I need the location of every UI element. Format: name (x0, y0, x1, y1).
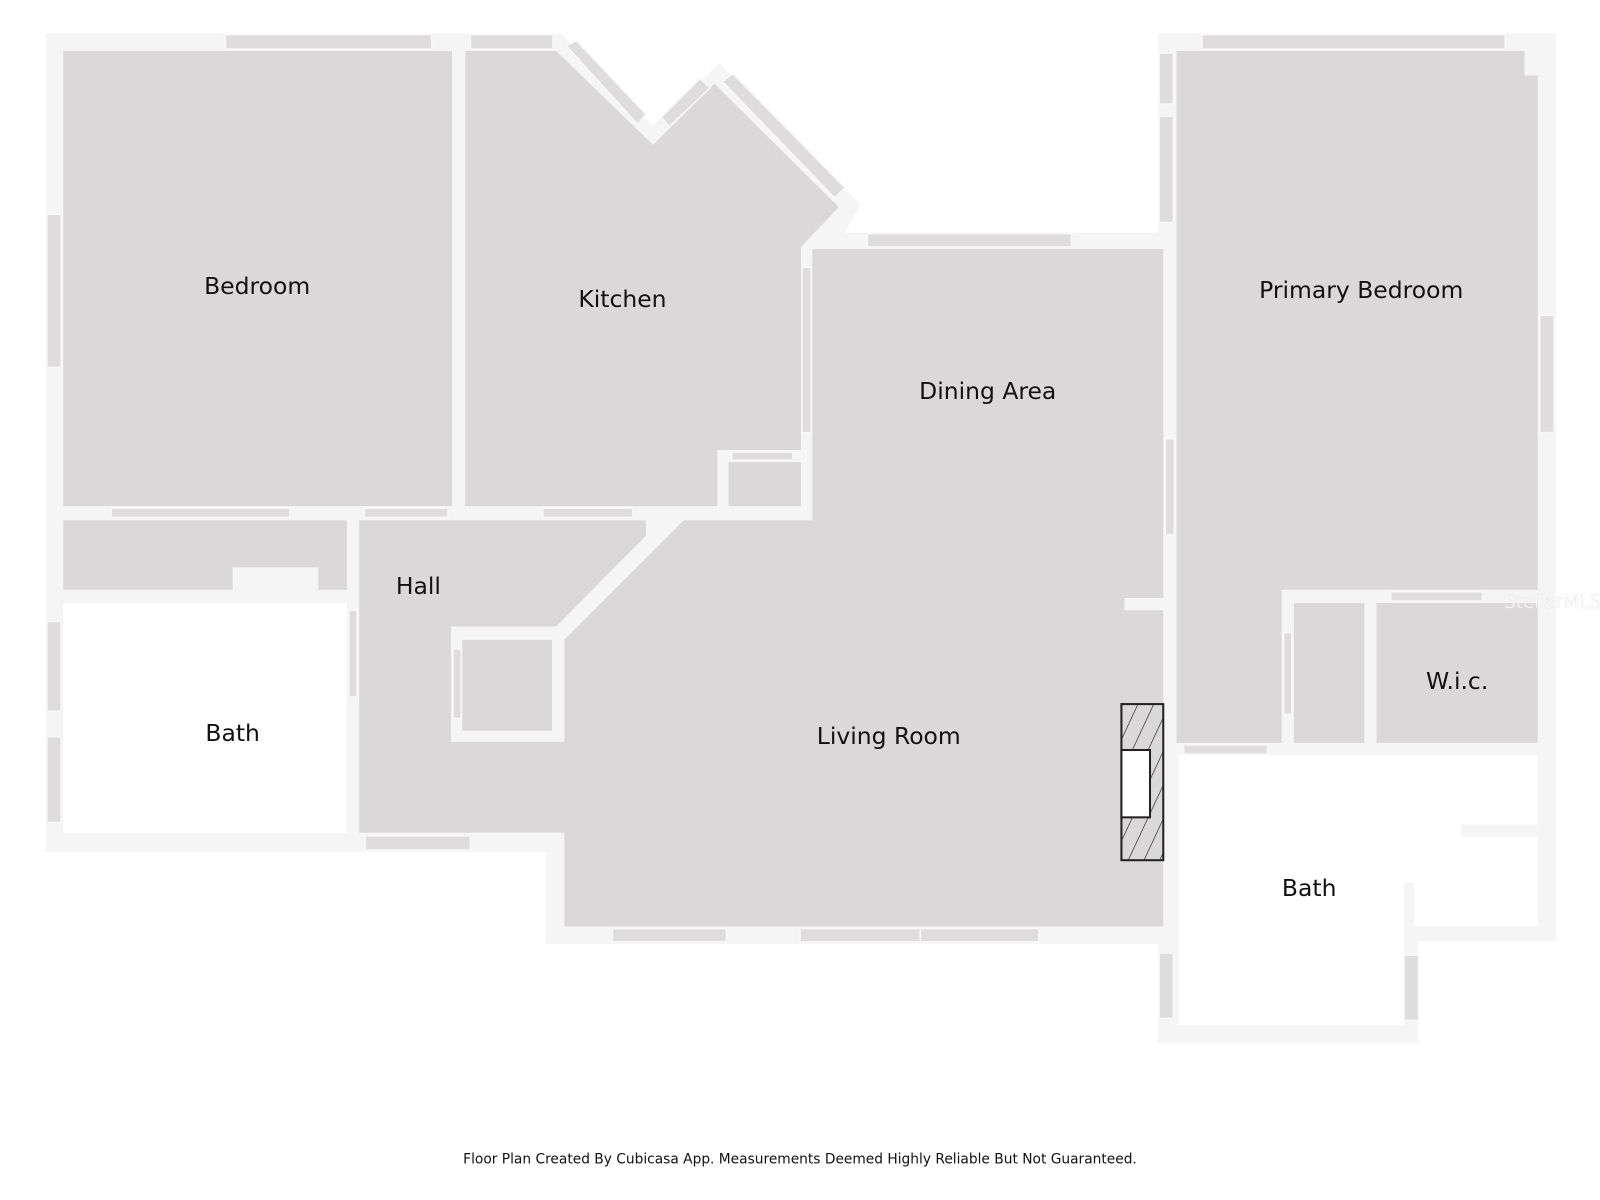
label-kitchen: Kitchen (578, 285, 666, 313)
room-primary-bedroom (1176, 51, 1538, 743)
label-hall: Hall (396, 572, 441, 600)
room-bedroom (63, 51, 453, 507)
label-primary-bedroom: Primary Bedroom (1259, 276, 1463, 304)
room-hall-living-dining (359, 248, 1164, 927)
watermark: StellarMLS (1504, 592, 1600, 613)
label-bath-right: Bath (1282, 874, 1337, 902)
label-bath-left: Bath (205, 719, 260, 747)
footer-disclaimer: Floor Plan Created By Cubicasa App. Meas… (463, 1151, 1137, 1167)
label-dining-area: Dining Area (919, 377, 1056, 405)
label-bedroom: Bedroom (204, 272, 310, 300)
windows (46, 33, 1555, 1022)
label-wic: W.i.c. (1426, 667, 1488, 695)
label-living-room: Living Room (817, 722, 961, 750)
room-wic (1376, 603, 1538, 743)
hall-closet (462, 639, 553, 731)
room-closet-left (63, 520, 347, 590)
room-bath-left (63, 603, 347, 833)
fireplace (1120, 703, 1165, 862)
room-kitchen (465, 51, 839, 507)
room-closet-right (1293, 603, 1365, 743)
kitchen-pantry (728, 462, 802, 507)
room-bath-right (1178, 755, 1538, 1026)
